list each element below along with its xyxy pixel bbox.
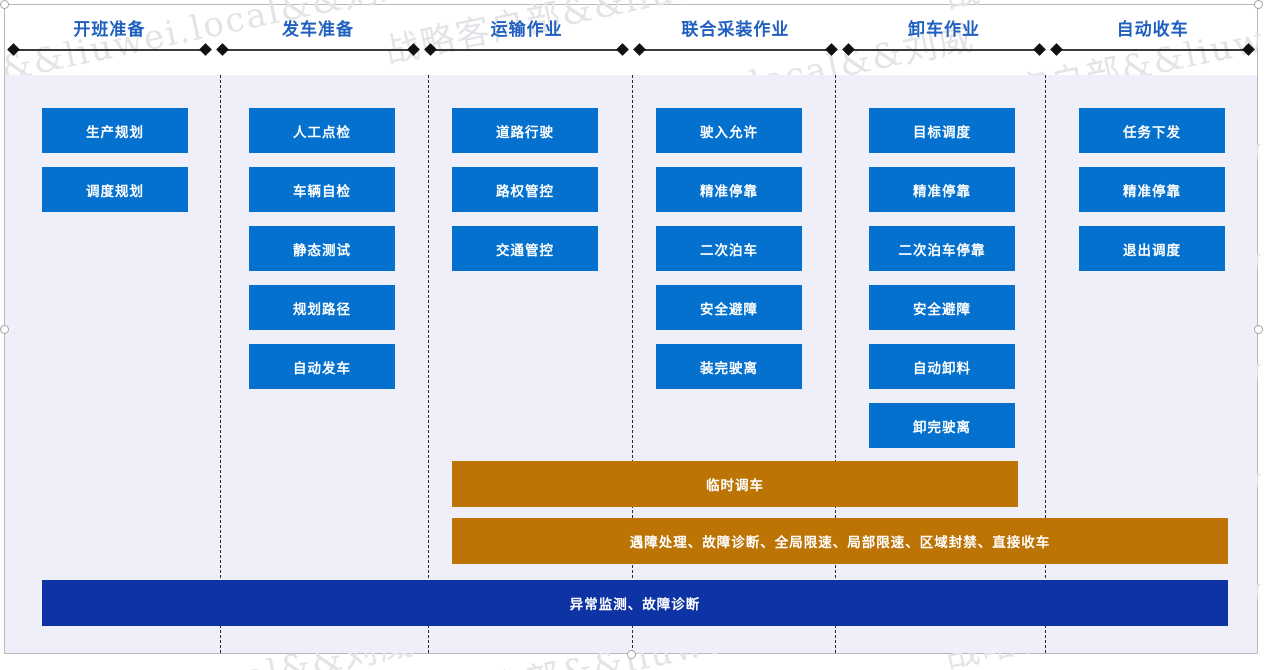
arrow-line [15, 49, 204, 51]
arrow-diamond-left [841, 43, 855, 56]
phase-5[interactable]: 卸车作业 [841, 5, 1047, 75]
phase-4[interactable]: 联合采装作业 [633, 5, 838, 75]
process-node[interactable]: 生产规划 [42, 108, 188, 153]
arrow-line [1058, 49, 1247, 51]
arrow-diamond-right [407, 43, 421, 56]
process-node[interactable]: 二次泊车停靠 [869, 226, 1015, 271]
handle-top-left[interactable] [0, 0, 9, 9]
phase-title: 开班准备 [73, 20, 146, 39]
phase-arrow [215, 43, 421, 56]
phase-column-5: 目标调度精准停靠二次泊车停靠安全避障自动卸料卸完驶离 [869, 75, 1015, 653]
arrow-diamond-left [1050, 43, 1064, 56]
process-node[interactable]: 装完驶离 [656, 344, 802, 389]
arrow-diamond-left [633, 43, 646, 56]
exception-handling-bar[interactable]: 遇障处理、故障诊断、全局限速、局部限速、区域封禁、直接收车 [452, 518, 1228, 564]
phase-arrow [424, 43, 629, 56]
arrow-diamond-right [1242, 43, 1255, 56]
arrow-line [849, 49, 1039, 51]
process-node[interactable]: 静态测试 [249, 226, 395, 271]
process-node[interactable]: 驶入允许 [656, 108, 802, 153]
process-node[interactable]: 精准停靠 [1079, 167, 1225, 212]
phase-title: 联合采装作业 [681, 20, 790, 39]
arrow-diamond-left [7, 43, 20, 56]
arrow-line [641, 49, 830, 51]
phase-column-2: 人工点检车辆自检静态测试规划路径自动发车 [249, 75, 395, 653]
arrow-diamond-right [198, 43, 212, 56]
phase-title: 发车准备 [281, 20, 354, 39]
phase-arrow [7, 43, 212, 56]
arrow-diamond-right [616, 43, 629, 56]
arrow-diamond-left [424, 43, 438, 56]
process-node[interactable]: 路权管控 [452, 167, 598, 212]
column-divider-4 [835, 75, 836, 653]
phase-2[interactable]: 发车准备 [215, 5, 421, 75]
phase-column-6: 任务下发精准停靠退出调度 [1079, 75, 1225, 653]
process-node[interactable]: 卸完驶离 [869, 403, 1015, 448]
temp-dispatch-bar[interactable]: 临时调车 [452, 461, 1018, 507]
phase-header: 开班准备 发车准备 运输作业 联合采装作业 卸车作业 自动收车 [5, 5, 1257, 75]
process-node[interactable]: 调度规划 [42, 167, 188, 212]
process-node[interactable]: 安全避障 [869, 285, 1015, 330]
phase-1[interactable]: 开班准备 [7, 5, 212, 75]
process-node[interactable]: 目标调度 [869, 108, 1015, 153]
arrow-line [432, 49, 621, 51]
process-node[interactable]: 道路行驶 [452, 108, 598, 153]
monitoring-bar[interactable]: 异常监测、故障诊断 [42, 580, 1228, 626]
phase-6[interactable]: 自动收车 [1050, 5, 1255, 75]
column-divider-1 [220, 75, 221, 653]
process-node[interactable]: 规划路径 [249, 285, 395, 330]
process-node[interactable]: 退出调度 [1079, 226, 1225, 271]
phase-title: 卸车作业 [907, 20, 980, 39]
process-node[interactable]: 交通管控 [452, 226, 598, 271]
arrow-diamond-left [215, 43, 229, 56]
arrow-diamond-right [1033, 43, 1047, 56]
diagram-panel: 生产规划调度规划人工点检车辆自检静态测试规划路径自动发车道路行驶路权管控交通管控… [5, 75, 1257, 653]
process-node[interactable]: 任务下发 [1079, 108, 1225, 153]
process-node[interactable]: 安全避障 [656, 285, 802, 330]
process-node[interactable]: 自动发车 [249, 344, 395, 389]
phase-column-4: 驶入允许精准停靠二次泊车安全避障装完驶离 [656, 75, 802, 653]
column-divider-3 [632, 75, 633, 653]
phase-arrow [633, 43, 838, 56]
column-divider-2 [428, 75, 429, 653]
arrow-line [223, 49, 413, 51]
phase-column-3: 道路行驶路权管控交通管控 [452, 75, 598, 653]
phase-column-1: 生产规划调度规划 [42, 75, 188, 653]
handle-mid-right[interactable] [1254, 325, 1263, 334]
handle-top-right[interactable] [1254, 0, 1263, 9]
phase-arrow [1050, 43, 1255, 56]
process-node[interactable]: 自动卸料 [869, 344, 1015, 389]
process-node[interactable]: 精准停靠 [869, 167, 1015, 212]
process-node[interactable]: 人工点检 [249, 108, 395, 153]
process-node[interactable]: 车辆自检 [249, 167, 395, 212]
process-node[interactable]: 二次泊车 [656, 226, 802, 271]
process-node[interactable]: 精准停靠 [656, 167, 802, 212]
handle-mid-left[interactable] [0, 325, 9, 334]
arrow-diamond-right [824, 43, 838, 56]
phase-title: 运输作业 [490, 20, 563, 39]
phase-title: 自动收车 [1116, 20, 1189, 39]
phase-arrow [841, 43, 1047, 56]
handle-bottom-center[interactable] [627, 650, 636, 659]
column-divider-5 [1045, 75, 1046, 653]
phase-3[interactable]: 运输作业 [424, 5, 629, 75]
